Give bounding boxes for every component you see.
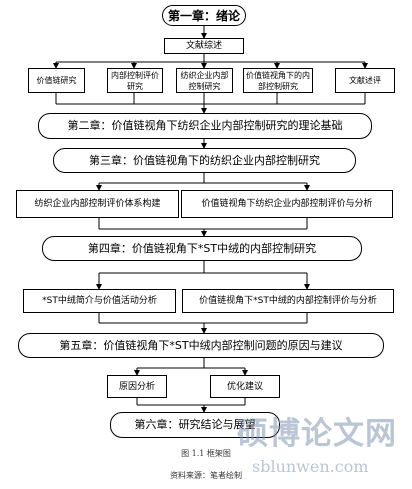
topic-value-chain-ic-node: 价值链视角下的内部控制研究 xyxy=(243,68,313,93)
ch5-suggestion-node: 优化建议 xyxy=(210,375,280,398)
ch3-evaluation-analysis-node: 价值链视角下纺织企业内部控制评价与分析 xyxy=(181,190,393,218)
figure-caption: 图 1.1 框架图 xyxy=(181,449,231,458)
chapter5-node: 第五章：价值链视角下*ST中绒内部控制问题的原因与建议 xyxy=(18,333,384,358)
chapter2-node: 第二章：价值链视角下纺织企业内部控制研究的理论基础 xyxy=(38,113,372,139)
topic-value-chain-node: 价值链研究 xyxy=(28,68,85,93)
chapter3-node: 第三章：价值链视角下的纺织企业内部控制研究 xyxy=(53,148,356,173)
topic-literature-comment-node: 文献述评 xyxy=(335,68,395,93)
watermark-url: sblunwen.com xyxy=(252,457,369,476)
topic-ic-evaluation-node: 内部控制评价研究 xyxy=(107,68,163,93)
chapter4-node: 第四章：价值链视角下*ST中绒的内部控制研究 xyxy=(42,236,362,261)
ch4-intro-analysis-node: *ST中绒简介与价值活动分析 xyxy=(23,289,176,313)
figure-source: 资料来源：笔者绘制 xyxy=(170,471,242,480)
topic-textile-ic-node: 纺织企业内部控制研究 xyxy=(176,68,233,93)
ch5-cause-analysis-node: 原因分析 xyxy=(107,375,167,398)
chapter6-node: 第六章：研究结论与展望 xyxy=(110,412,280,438)
literature-review-node: 文献综述 xyxy=(164,38,244,54)
ch4-evaluation-analysis-node: 价值链视角下*ST中绒的内部控制评价与分析 xyxy=(182,289,394,313)
watermark-text: 硕博论文网 xyxy=(237,416,397,452)
chapter1-node: 第一章：绪论 xyxy=(162,5,246,26)
ch3-evaluation-system-node: 纺织企业内部控制评价体系构建 xyxy=(16,190,179,218)
